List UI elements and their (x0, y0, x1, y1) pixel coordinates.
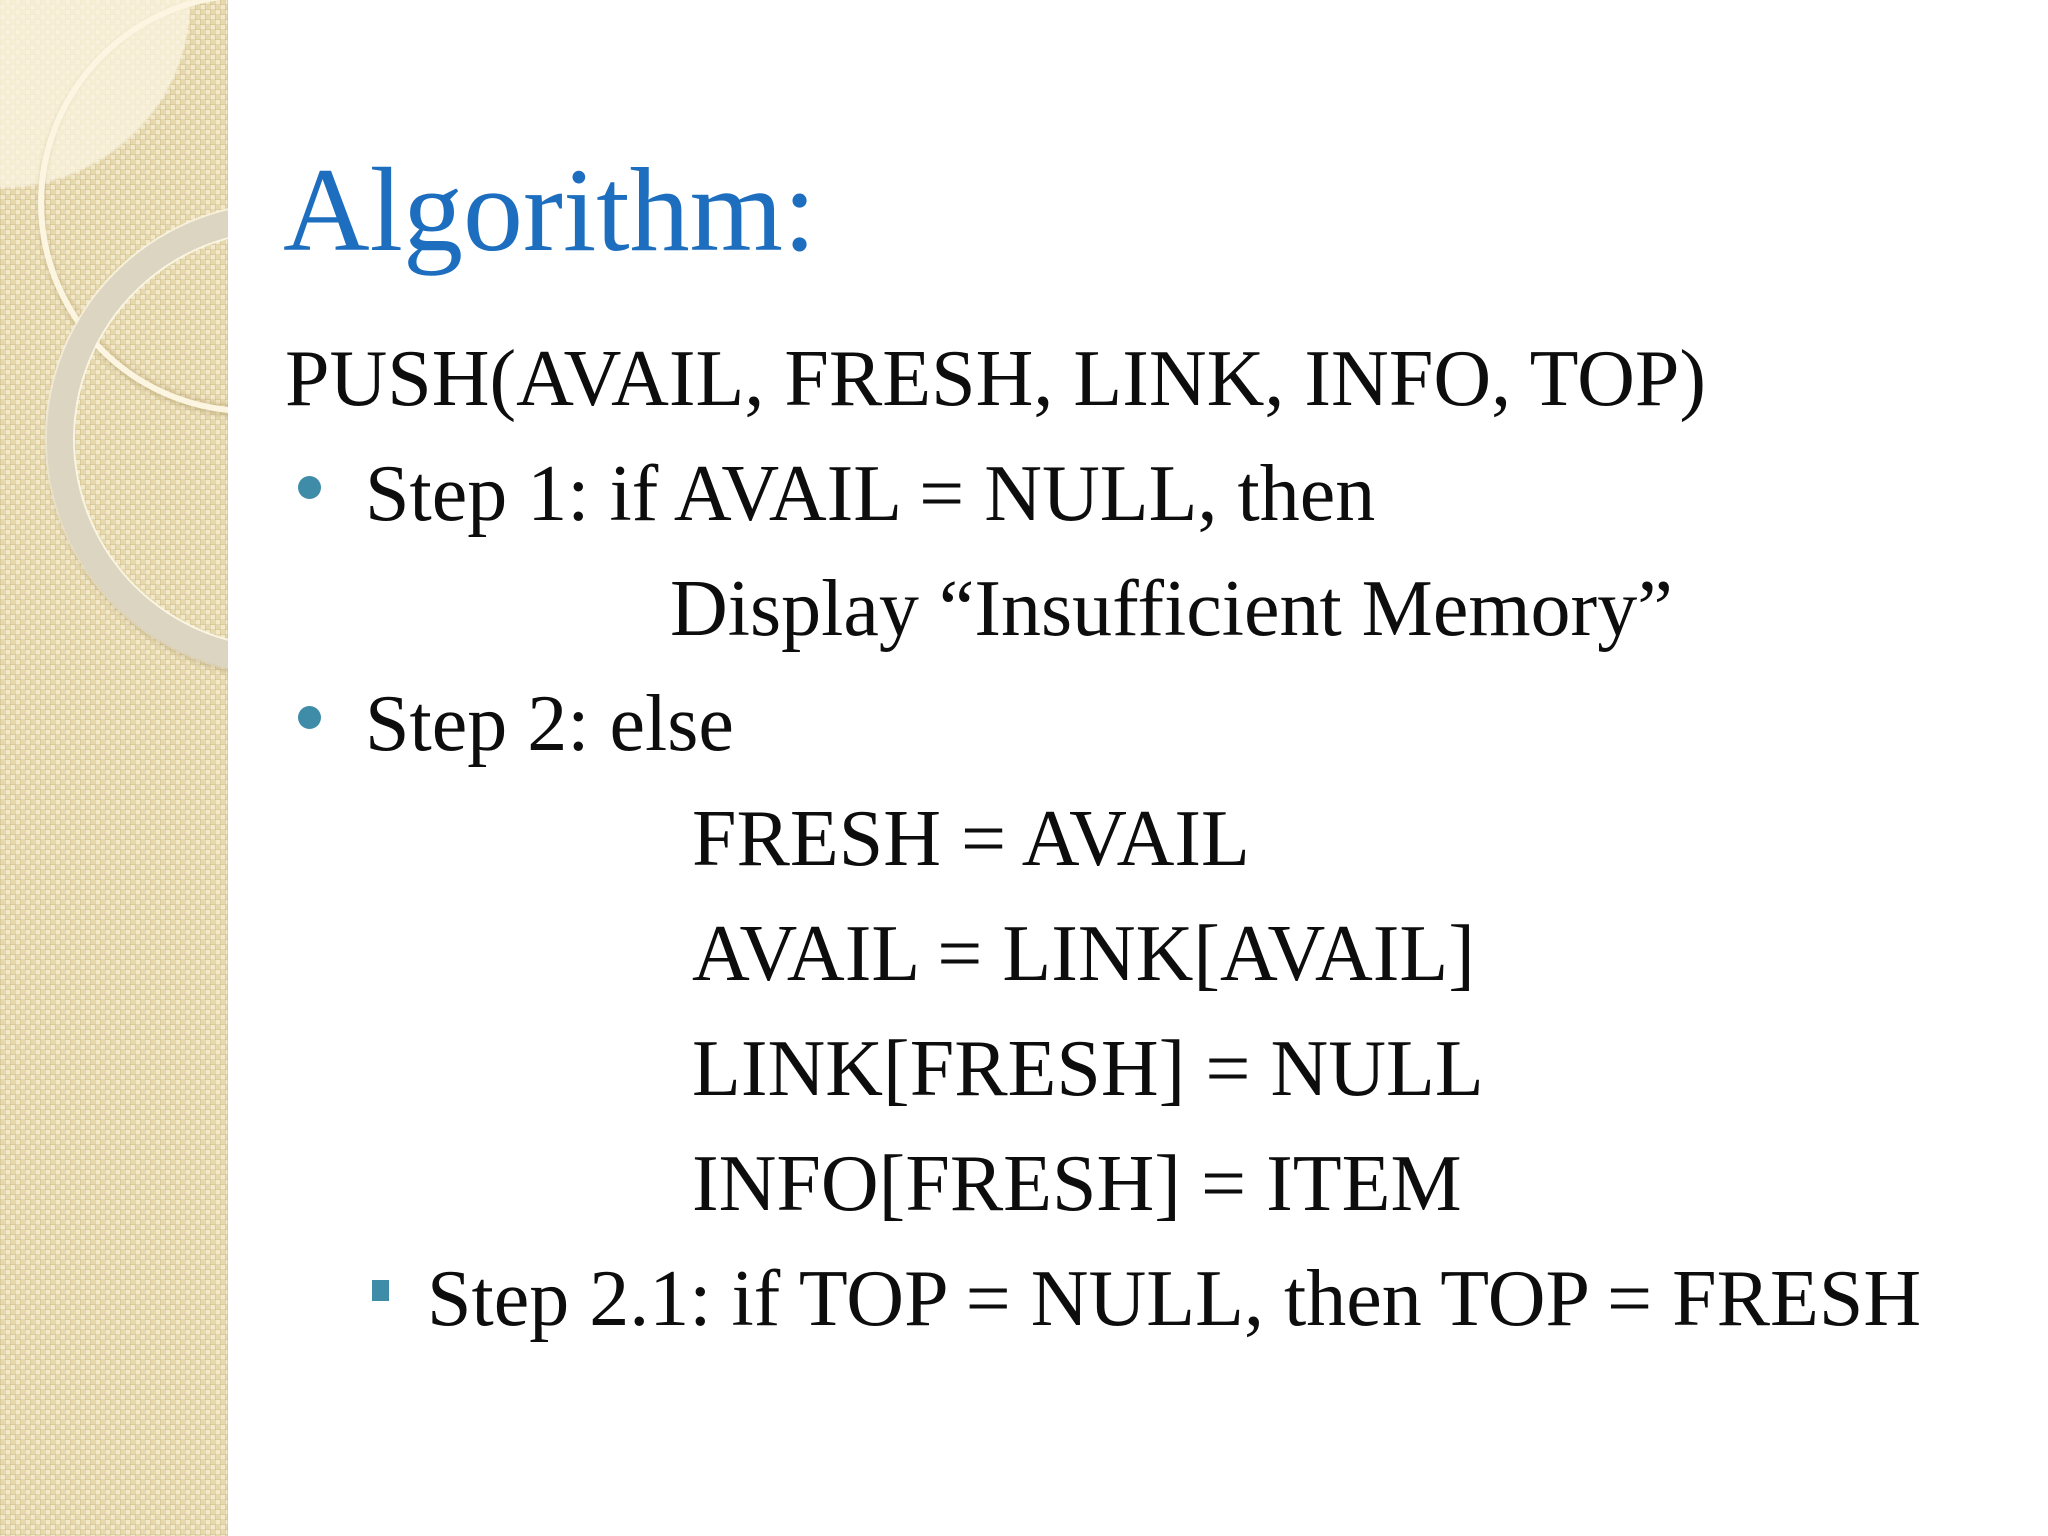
code-line-fresh-avail: FRESH = AVAIL (285, 782, 2048, 897)
push-signature-line: PUSH(AVAIL, FRESH, LINK, INFO, TOP) (285, 322, 2048, 437)
sidebar-decoration (0, 0, 228, 1536)
line-text: AVAIL = LINK[AVAIL] (692, 910, 1475, 998)
step-2-1-line: Step 2.1: if TOP = NULL, then TOP = FRES… (285, 1242, 2048, 1357)
display-message-line: Display “Insufficient Memory” (285, 552, 2048, 667)
line-text: Display “Insufficient Memory” (670, 565, 1673, 653)
round-bullet-icon (298, 706, 321, 730)
slide-content: Algorithm: PUSH(AVAIL, FRESH, LINK, INFO… (228, 0, 2048, 1357)
line-text: Step 2.1: if TOP = NULL, then TOP = FRES… (427, 1255, 1922, 1343)
line-text: FRESH = AVAIL (692, 795, 1250, 883)
algorithm-body: PUSH(AVAIL, FRESH, LINK, INFO, TOP) Step… (285, 322, 2048, 1357)
line-text: PUSH(AVAIL, FRESH, LINK, INFO, TOP) (285, 335, 1706, 423)
line-text: INFO[FRESH] = ITEM (692, 1140, 1462, 1228)
line-text: LINK[FRESH] = NULL (692, 1025, 1484, 1113)
round-bullet-icon (298, 476, 321, 500)
slide-title: Algorithm: (283, 143, 817, 276)
code-line-link-null: LINK[FRESH] = NULL (285, 1012, 2048, 1127)
step-2-line: Step 2: else (285, 667, 2048, 782)
line-text: Step 1: if AVAIL = NULL, then (365, 450, 1376, 538)
square-bullet-icon (372, 1280, 389, 1302)
code-line-info-item: INFO[FRESH] = ITEM (285, 1127, 2048, 1242)
code-line-avail-link: AVAIL = LINK[AVAIL] (285, 897, 2048, 1012)
step-1-line: Step 1: if AVAIL = NULL, then (285, 437, 2048, 552)
line-text: Step 2: else (365, 680, 734, 768)
